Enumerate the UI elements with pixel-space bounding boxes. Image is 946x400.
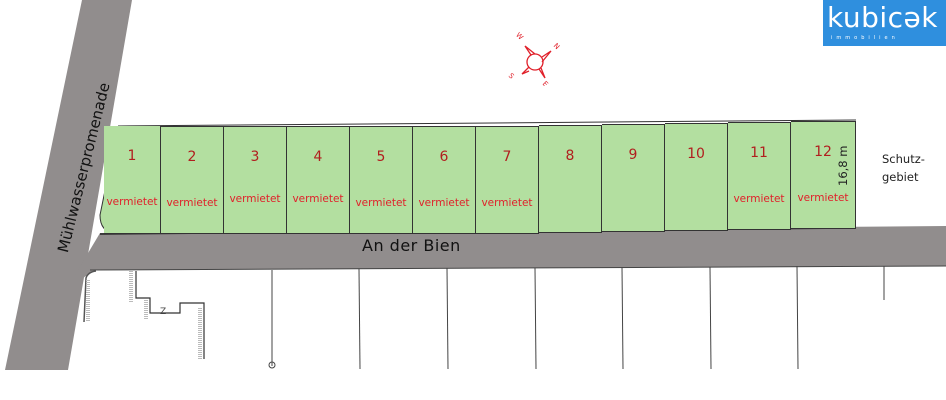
plot-number: 2 (187, 149, 197, 165)
plot-2[interactable]: 2 vermietet (161, 126, 224, 234)
protected-area-line2: gebiet (882, 170, 919, 184)
plot-1[interactable]: 1 vermietet (104, 126, 161, 234)
plot-number: 12 (814, 144, 832, 160)
plot-number: 1 (127, 148, 137, 164)
plot-12[interactable]: 12 vermietet (791, 121, 856, 229)
plot-status: vermietet (797, 192, 849, 204)
plot-number: 6 (439, 149, 449, 165)
street-an-der-bien (75, 226, 946, 280)
plot-8[interactable]: 8 (539, 125, 602, 233)
protected-area-line1: Schutz- (882, 152, 925, 166)
plot-status: vermietet (229, 193, 281, 205)
plot-status: vermietet (292, 193, 344, 205)
plot-3[interactable]: 3 vermietet (224, 126, 287, 234)
plot-number: 8 (565, 148, 575, 164)
svg-text:N: N (552, 42, 561, 51)
plot-5[interactable]: 5 vermietet (350, 126, 413, 234)
plot-depth-dimension: 16,8 m (836, 145, 850, 186)
logo-text: kubicək (827, 1, 938, 34)
plot-number: 9 (628, 147, 638, 163)
protected-area-label: Schutz- gebiet (882, 150, 925, 186)
plot-status: vermietet (481, 197, 533, 209)
plot-status: vermietet (355, 197, 407, 209)
lower-lot-lines (89, 265, 946, 370)
plot-number: 11 (750, 145, 768, 161)
plot-status: vermietet (418, 197, 470, 209)
svg-text:Z: Z (160, 307, 166, 317)
plot-status: vermietet (733, 193, 785, 205)
street-muehlwasserpromenade (5, 0, 132, 370)
plot-11[interactable]: 11 vermietet (728, 122, 791, 230)
plot-number: 5 (376, 149, 386, 165)
svg-text:E: E (541, 80, 550, 86)
plot-9[interactable]: 9 (602, 124, 665, 232)
svg-text:W: W (514, 31, 525, 42)
plot-10[interactable]: 10 (665, 123, 728, 231)
plot-number: 4 (313, 149, 323, 165)
plot-number: 7 (502, 149, 512, 165)
logo-subtitle: immobilien (831, 35, 899, 41)
existing-building: Z (83, 270, 205, 359)
protected-area: Schutz- gebiet (856, 120, 946, 228)
plot-number: 3 (250, 149, 260, 165)
svg-text:S: S (507, 72, 516, 81)
plot-6[interactable]: 6 vermietet (413, 126, 476, 234)
plot-number: 10 (687, 146, 705, 162)
plot-4[interactable]: 4 vermietet (287, 126, 350, 234)
plot-status: vermietet (106, 196, 158, 208)
plot-7[interactable]: 7 vermietet (476, 126, 539, 234)
street-label-an-der-bien: An der Bien (362, 236, 461, 255)
kubicek-logo[interactable]: kubicək immobilien (823, 0, 946, 46)
compass-rose-icon: W N S E (505, 26, 565, 89)
plot-status: vermietet (166, 197, 218, 209)
